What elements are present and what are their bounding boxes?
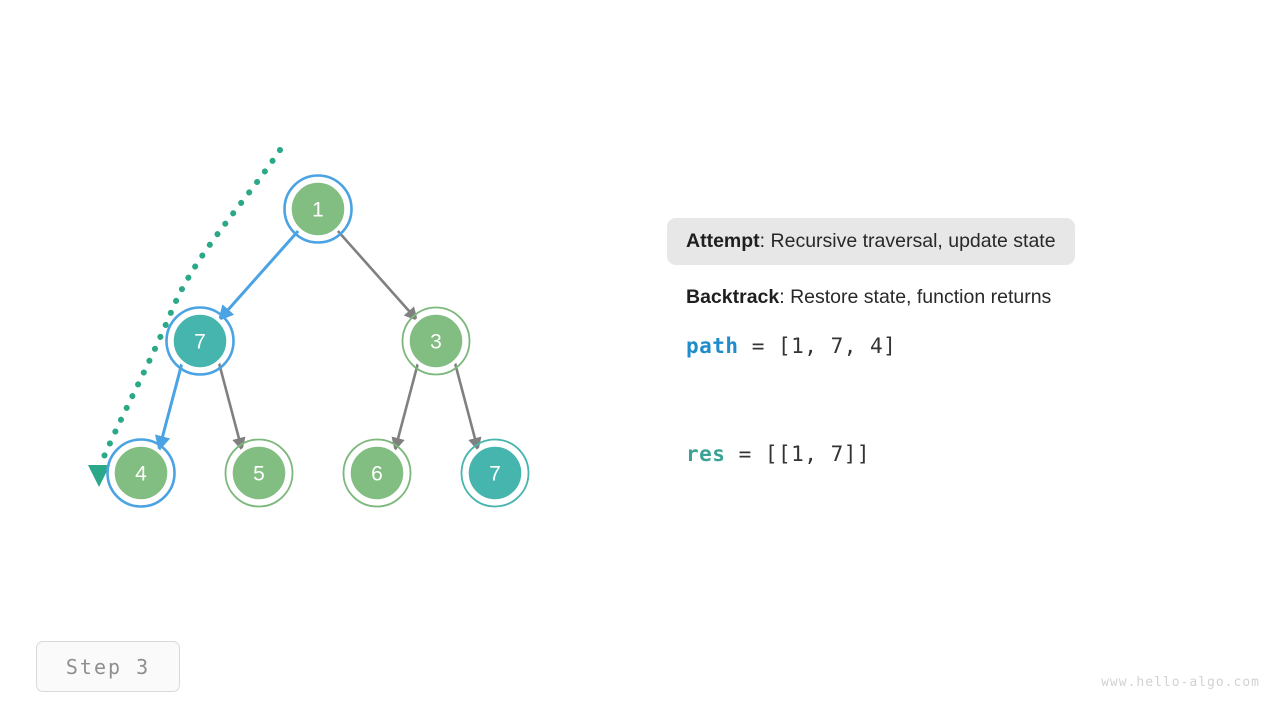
res-variable-name: res xyxy=(686,441,726,466)
tree-node-5[interactable]: 5 xyxy=(224,438,294,508)
backtrack-keyword: Backtrack xyxy=(686,286,780,309)
tree-node-4[interactable]: 4 xyxy=(106,438,176,508)
res-assign-operator: = xyxy=(725,441,765,466)
attempt-separator: : xyxy=(759,230,771,252)
node-outer-ring xyxy=(460,438,530,508)
tree-node-3[interactable]: 3 xyxy=(401,306,471,376)
node-circle xyxy=(288,179,348,239)
dotted-backtrack-path xyxy=(88,147,283,487)
res-variable-row: res = [[1, 7]] xyxy=(686,442,1246,466)
watermark: www.hello-algo.com xyxy=(1101,675,1260,690)
tree-node-7-right[interactable]: 7 xyxy=(460,438,530,508)
node-highlight-ring xyxy=(165,306,235,376)
edge-3-to-7 xyxy=(453,362,482,452)
node-circle xyxy=(229,443,289,503)
edge-1-to-7 xyxy=(217,229,301,322)
node-value: 1 xyxy=(312,199,324,222)
edge-1-to-3 xyxy=(336,229,418,322)
step-badge: Step 3 xyxy=(36,641,180,692)
edge-7-to-5 xyxy=(217,362,246,452)
attempt-row: Attempt: Recursive traversal, update sta… xyxy=(667,218,1246,266)
backtrack-text: Restore state, function returns xyxy=(790,286,1052,309)
backtrack-separator: : xyxy=(779,286,791,309)
node-circle xyxy=(347,443,407,503)
node-value: 7 xyxy=(194,331,206,354)
path-variable-row: path = [1, 7, 4] xyxy=(686,334,1246,358)
tree-edges xyxy=(155,229,482,452)
info-panel: Attempt: Recursive traversal, update sta… xyxy=(667,218,1246,466)
res-variable-value: [[1, 7]] xyxy=(764,441,871,466)
node-circle xyxy=(170,311,230,371)
triangle-down-icon xyxy=(88,465,110,487)
path-variable-name: path xyxy=(686,333,739,358)
tree-node-6[interactable]: 6 xyxy=(342,438,412,508)
node-value: 4 xyxy=(135,463,147,486)
tree-node-1[interactable]: 1 xyxy=(283,174,353,244)
node-outer-ring xyxy=(224,438,294,508)
node-circle xyxy=(111,443,171,503)
node-value: 7 xyxy=(489,463,501,486)
node-highlight-ring xyxy=(106,438,176,508)
node-outer-ring xyxy=(342,438,412,508)
node-circle xyxy=(406,311,466,371)
path-assign-operator: = xyxy=(738,333,779,358)
tree-node-7-left[interactable]: 7 xyxy=(165,306,235,376)
node-circle xyxy=(465,443,525,503)
backtrack-row: Backtrack: Restore state, function retur… xyxy=(686,284,1246,310)
step-badge-label: Step 3 xyxy=(65,654,151,679)
attempt-highlight-box: Attempt: Recursive traversal, update sta… xyxy=(667,218,1075,266)
node-highlight-ring xyxy=(283,174,353,244)
attempt-text: Recursive traversal, update state xyxy=(770,230,1056,252)
binary-tree-graphic: 1 7 3 4 5 6 7 xyxy=(88,147,530,508)
node-value: 6 xyxy=(371,463,383,486)
edge-7-to-4 xyxy=(155,362,184,452)
path-variable-value: [1, 7, 4] xyxy=(778,333,897,358)
node-value: 3 xyxy=(430,331,442,354)
attempt-keyword: Attempt xyxy=(686,230,760,252)
node-outer-ring xyxy=(401,306,471,376)
edge-3-to-6 xyxy=(391,362,420,452)
node-value: 5 xyxy=(253,463,265,486)
